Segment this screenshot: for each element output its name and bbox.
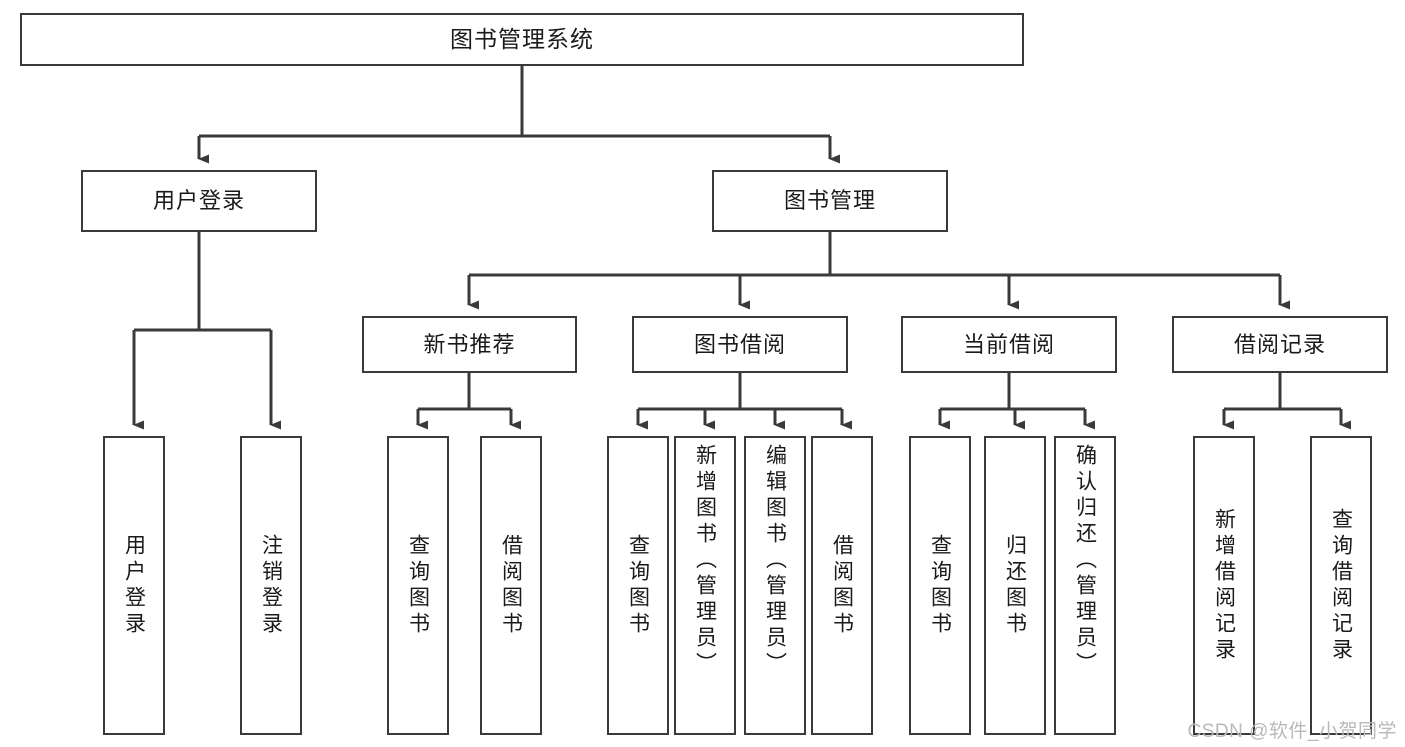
node-label: 归还图书 — [1003, 533, 1027, 638]
node-label: 查询图书 — [626, 533, 650, 638]
leaf-borrow-borrow-book[interactable]: 借阅图书 — [811, 436, 873, 735]
leaf-current-return-book[interactable]: 归还图书 — [984, 436, 1046, 735]
node-label: 图书管理 — [783, 188, 876, 214]
node-label: 新书推荐 — [423, 331, 516, 357]
leaf-borrow-query-book[interactable]: 查询图书 — [607, 436, 669, 735]
leaf-user-login-signin[interactable]: 用户登录 — [103, 436, 165, 735]
leaf-recommend-query-book[interactable]: 查询图书 — [387, 436, 449, 735]
node-label: 查询图书 — [928, 533, 952, 638]
node-current-borrow[interactable]: 当前借阅 — [901, 316, 1117, 373]
leaf-current-confirm-return-admin[interactable]: 确认归还（管理员） — [1054, 436, 1116, 735]
leaf-borrow-add-book-admin[interactable]: 新增图书（管理员） — [674, 436, 736, 735]
leaf-current-query-book[interactable]: 查询图书 — [909, 436, 971, 735]
node-new-book-recommend[interactable]: 新书推荐 — [362, 316, 577, 373]
watermark-text: CSDN @软件_小贺同学 — [1187, 721, 1397, 742]
node-label: 编辑图书（管理员） — [763, 444, 787, 678]
node-borrow-record[interactable]: 借阅记录 — [1172, 316, 1388, 373]
node-label: 图书管理系统 — [450, 25, 594, 52]
node-root-system[interactable]: 图书管理系统 — [20, 13, 1024, 66]
node-user-login[interactable]: 用户登录 — [81, 170, 317, 232]
node-label: 确认归还（管理员） — [1073, 444, 1097, 678]
leaf-record-add-record[interactable]: 新增借阅记录 — [1193, 436, 1255, 735]
leaf-user-login-signout[interactable]: 注销登录 — [240, 436, 302, 735]
node-label: 借阅记录 — [1233, 331, 1326, 357]
node-book-management[interactable]: 图书管理 — [712, 170, 948, 232]
node-label: 用户登录 — [122, 533, 146, 638]
node-label: 图书借阅 — [693, 331, 786, 357]
leaf-record-query-record[interactable]: 查询借阅记录 — [1310, 436, 1372, 735]
node-label: 查询图书 — [406, 533, 430, 638]
node-label: 注销登录 — [259, 533, 283, 638]
node-label: 借阅图书 — [499, 533, 523, 638]
node-book-borrow[interactable]: 图书借阅 — [632, 316, 848, 373]
node-label: 借阅图书 — [830, 533, 854, 638]
node-label: 查询借阅记录 — [1329, 507, 1353, 664]
node-label: 新增图书（管理员） — [693, 444, 717, 678]
leaf-recommend-borrow-book[interactable]: 借阅图书 — [480, 436, 542, 735]
node-label: 用户登录 — [152, 188, 245, 214]
node-label: 当前借阅 — [962, 331, 1055, 357]
node-label: 新增借阅记录 — [1212, 507, 1236, 664]
leaf-borrow-edit-book-admin[interactable]: 编辑图书（管理员） — [744, 436, 806, 735]
